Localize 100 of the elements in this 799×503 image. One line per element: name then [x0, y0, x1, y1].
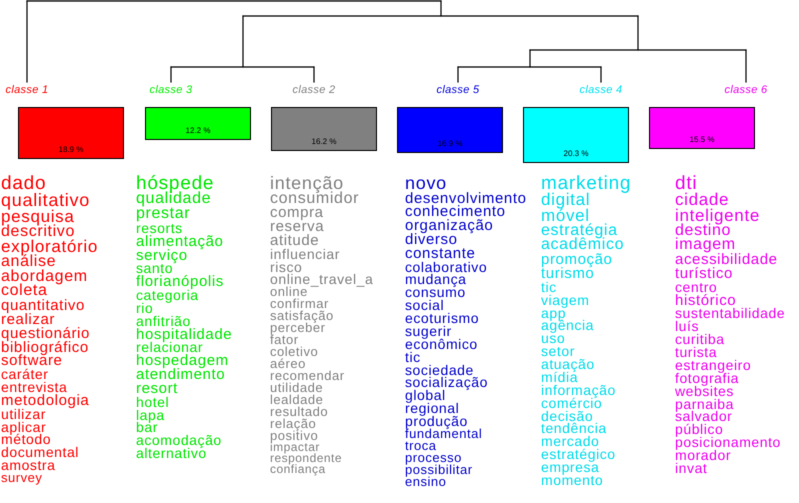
- percentage-label: 16.9 %: [438, 139, 462, 148]
- keyword-label: recomendar: [270, 370, 345, 382]
- keyword-label: documental: [1, 446, 79, 460]
- keyword-label: fundamental: [405, 428, 482, 440]
- keyword-label: salvador: [675, 410, 732, 424]
- keyword-label: turismo: [541, 266, 594, 281]
- keyword-label: qualitativo: [1, 192, 90, 210]
- keyword-label: desenvolvimento: [405, 192, 527, 206]
- keyword-label: respondente: [270, 452, 342, 464]
- keyword-label: realizar: [1, 312, 55, 327]
- keyword-label: destino: [675, 224, 732, 238]
- keyword-label: consumidor: [270, 192, 360, 206]
- keyword-label: confiança: [270, 464, 326, 475]
- keyword-label: resort: [136, 382, 178, 396]
- keyword-label: promoção: [541, 253, 613, 267]
- keyword-label: setor: [541, 345, 575, 358]
- class-label: classe 1: [6, 84, 48, 96]
- keyword-label: turista: [675, 346, 718, 359]
- keyword-label: lealdade: [270, 394, 324, 406]
- keyword-label: tic: [541, 280, 557, 294]
- keyword-label: móvel: [541, 208, 590, 224]
- keyword-label: dti: [675, 175, 698, 192]
- keyword-label: rio: [136, 302, 154, 315]
- keyword-label: abordagem: [1, 270, 88, 284]
- keyword-label: informação: [541, 384, 616, 397]
- class-label: classe 4: [580, 84, 622, 96]
- keyword-label: acomodação: [136, 434, 222, 448]
- keyword-label: inteligente: [675, 208, 760, 224]
- keyword-label: coleta: [1, 284, 48, 300]
- keyword-label: dado: [1, 175, 46, 192]
- keyword-label: reserva: [270, 220, 324, 234]
- keyword-label: constante: [405, 246, 476, 261]
- keyword-label: estratégico: [541, 448, 616, 461]
- keyword-label: empresa: [541, 461, 600, 474]
- keyword-label: comércio: [541, 396, 602, 410]
- keyword-label: análise: [1, 254, 56, 270]
- class-label: classe 6: [724, 84, 768, 96]
- keyword-label: serviço: [136, 248, 188, 262]
- keyword-label: regional: [405, 402, 460, 416]
- keyword-label: diverso: [405, 232, 458, 247]
- keyword-label: satisfação: [270, 310, 334, 322]
- keyword-label: categoria: [136, 289, 199, 302]
- keyword-label: ensino: [405, 476, 446, 488]
- keyword-label: atuação: [541, 358, 595, 371]
- keyword-label: caráter: [1, 368, 48, 381]
- keyword-label: uso: [541, 332, 566, 346]
- keyword-label: intenção: [270, 175, 344, 192]
- keyword-label: online_travel_a: [270, 273, 374, 286]
- keyword-label: utilidade: [270, 382, 324, 394]
- keyword-label: atendimento: [136, 368, 226, 382]
- keyword-label: pesquisa: [1, 209, 74, 225]
- percentage-label: 20.3 %: [564, 149, 588, 158]
- keyword-label: software: [1, 354, 62, 368]
- keyword-label: público: [675, 423, 724, 436]
- keyword-label: mídia: [541, 370, 578, 384]
- keyword-label: hospitalidade: [136, 328, 232, 342]
- keyword-label: fotografia: [675, 372, 739, 385]
- keyword-label: posicionamento: [675, 436, 781, 450]
- keyword-label: coletivo: [270, 346, 318, 358]
- keyword-label: hóspede: [136, 175, 214, 192]
- keyword-label: app: [541, 306, 566, 320]
- keyword-label: mudança: [405, 273, 467, 286]
- keyword-label: conhecimento: [405, 205, 506, 220]
- keyword-label: florianópolis: [136, 275, 224, 290]
- keyword-label: atitude: [270, 234, 320, 248]
- keyword-label: turístico: [675, 266, 733, 281]
- keyword-label: perceber: [270, 322, 326, 334]
- keyword-label: exploratório: [1, 239, 98, 255]
- keyword-label: hotel: [136, 396, 170, 409]
- keyword-label: histórico: [675, 294, 736, 308]
- keyword-label: confirmar: [270, 298, 329, 310]
- keyword-label: hospedagem: [136, 354, 229, 368]
- keyword-label: sugerir: [405, 324, 452, 338]
- keyword-label: viagem: [541, 294, 590, 306]
- keyword-label: compra: [270, 206, 324, 220]
- keyword-label: sociedade: [405, 364, 474, 376]
- percentage-label: 12.2 %: [186, 126, 210, 135]
- class-label: classe 3: [150, 84, 192, 96]
- keyword-label: online: [270, 286, 308, 298]
- keyword-label: global: [405, 389, 446, 402]
- keyword-label: acadêmico: [541, 238, 624, 254]
- class-label: classe 5: [436, 84, 480, 96]
- keyword-label: resultado: [270, 406, 328, 418]
- keyword-label: tendência: [541, 422, 607, 436]
- keyword-label: qualidade: [136, 192, 212, 208]
- keyword-label: decisão: [541, 410, 594, 422]
- keyword-label: websites: [675, 384, 734, 398]
- keyword-label: utilizar: [1, 408, 46, 421]
- keyword-label: tic: [405, 350, 421, 364]
- keyword-label: santo: [136, 262, 174, 276]
- keyword-label: prestar: [136, 207, 190, 222]
- keyword-label: aéreo: [270, 358, 306, 370]
- keyword-label: lapa: [136, 408, 165, 422]
- keyword-label: possibilitar: [405, 464, 473, 476]
- keyword-label: social: [405, 299, 444, 312]
- keyword-label: processo: [405, 452, 462, 464]
- keyword-label: relacionar: [136, 341, 204, 354]
- keyword-label: survey: [1, 472, 42, 484]
- keyword-label: cidade: [675, 192, 730, 208]
- keyword-label: invat: [675, 462, 708, 475]
